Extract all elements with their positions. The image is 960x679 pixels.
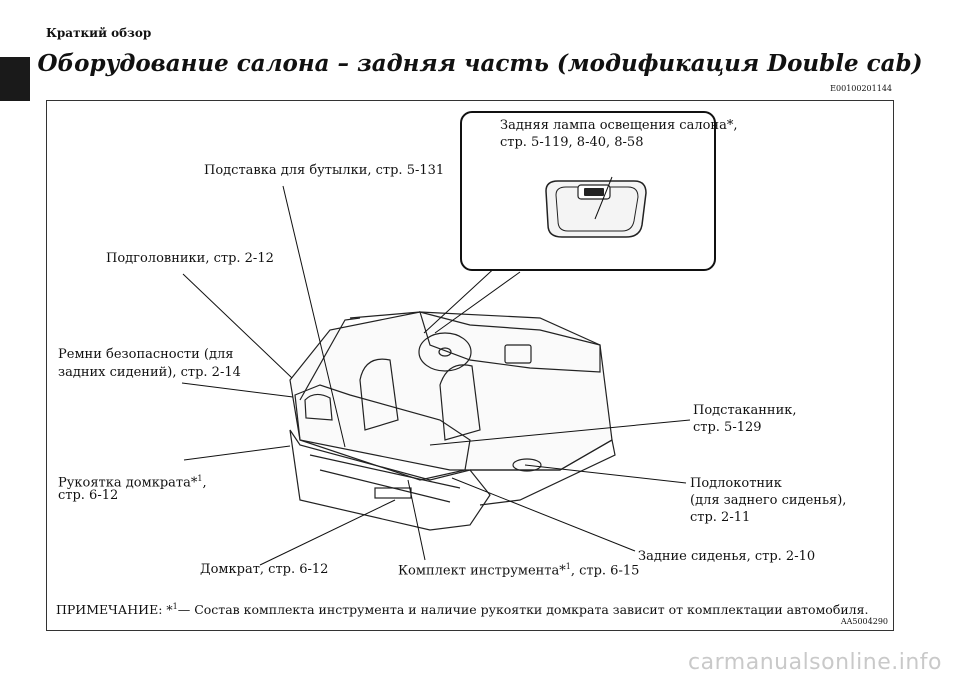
callout-tool-kit: Комплект инструмента*1, стр. 6-15: [398, 562, 640, 579]
callout-seatbelts-line2: задних сидений), стр. 2-14: [58, 365, 241, 380]
inset-label-line2: стр. 5-119, 8-40, 8-58: [500, 135, 644, 150]
callout-cupholder-line1: Подстаканник,: [693, 403, 797, 418]
callout-jack: Домкрат, стр. 6-12: [200, 562, 329, 577]
callout-armrest-line1: Подлокотник: [690, 476, 782, 491]
callout-armrest-line3: стр. 2-11: [690, 510, 751, 525]
page-title: Оборудование салона – задняя часть (моди…: [37, 50, 923, 77]
leader-armrest: [524, 464, 687, 484]
room-lamp-icon: [545, 176, 647, 238]
figure-frame: [46, 100, 894, 631]
leader-seatbelts: [181, 382, 294, 398]
callout-bottle-holder: Подставка для бутылки, стр. 5-131: [204, 163, 445, 178]
figure-code: AA5004290: [840, 617, 888, 626]
leader-headrests: [182, 273, 293, 379]
vehicle-interior-drawing: [289, 311, 616, 531]
inset-label-line1: Задняя лампа освещения салона*,: [500, 118, 738, 133]
leader-tool-kit: [407, 479, 426, 561]
doc-code: E00100201144: [830, 84, 892, 93]
callout-cupholder-line2: стр. 5-129: [693, 420, 762, 435]
footnote: ПРИМЕЧАНИЕ: *1— Состав комплекта инструм…: [56, 602, 869, 618]
callout-armrest-line2: (для заднего сиденья),: [690, 493, 847, 508]
leader-rear-seats: [451, 477, 636, 552]
callout-rear-seats: Задние сиденья, стр. 2-10: [638, 549, 816, 564]
leader-jack-handle: [183, 445, 291, 461]
leader-inset-to-roof: [423, 262, 501, 334]
section-tab-marker: [0, 57, 30, 101]
leader-bottle-holder: [282, 185, 346, 448]
leader-cupholder: [429, 419, 691, 446]
inset-rear-room-lamp: Задняя лампа освещения салона*, стр. 5-1…: [460, 111, 737, 271]
section-label: Краткий обзор: [46, 26, 152, 40]
callout-jack-handle-line1: Рукоятка домкрата*1,: [58, 474, 207, 491]
leader-jack: [259, 499, 396, 566]
watermark: carmanualsonline.info: [688, 650, 942, 675]
leader-inset-to-roof-2: [434, 271, 521, 334]
leader-lines: [181, 185, 691, 566]
callout-headrests: Подголовники, стр. 2-12: [106, 251, 274, 266]
callout-jack-handle-line2: стр. 6-12: [58, 488, 119, 503]
callout-seatbelts-line1: Ремни безопасности (для: [58, 347, 234, 362]
